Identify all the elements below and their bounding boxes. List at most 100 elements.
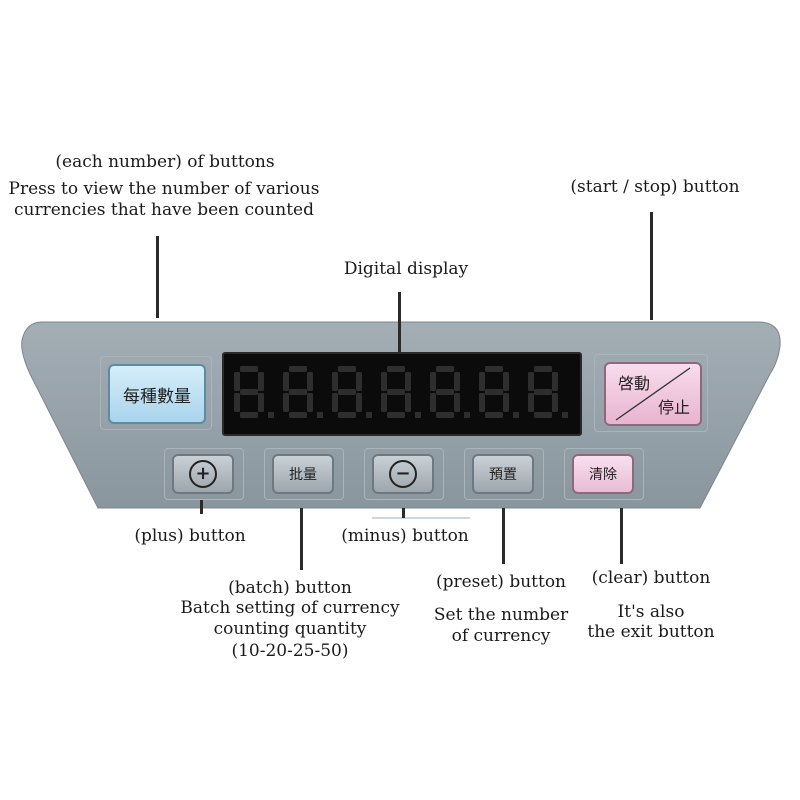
digit-segment xyxy=(289,389,307,395)
digit xyxy=(430,366,470,418)
digit-segment xyxy=(436,412,454,418)
digit-segment xyxy=(240,412,258,418)
each-number-title: (each number) of buttons xyxy=(55,152,275,172)
minus-label: (minus) button xyxy=(341,526,469,546)
clear-desc-2: the exit button xyxy=(587,622,715,642)
digit-segment xyxy=(479,393,485,412)
digit-segment xyxy=(381,393,387,412)
digit-segment xyxy=(381,372,387,391)
digit-segment xyxy=(283,393,289,412)
batch-button-label: 批量 xyxy=(289,467,317,483)
batch-desc-1: Batch setting of currency xyxy=(180,598,400,618)
plus-label: (plus) button xyxy=(134,526,246,546)
digit-segment xyxy=(552,372,558,391)
digit-segment xyxy=(387,412,405,418)
preset-button-label: 預置 xyxy=(489,467,517,483)
digit-segment xyxy=(240,366,258,372)
preset-button[interactable]: 預置 xyxy=(472,454,534,494)
decimal-point xyxy=(317,412,323,418)
digit-segment xyxy=(289,412,307,418)
digit-segment xyxy=(528,372,534,391)
leader-each-number xyxy=(156,236,159,318)
decimal-point xyxy=(415,412,421,418)
leader-clear xyxy=(620,508,623,564)
digit-segment xyxy=(430,393,436,412)
leader-display xyxy=(398,292,401,352)
preset-desc-2: of currency xyxy=(451,626,551,646)
leader-minus xyxy=(402,508,405,518)
digit-segment xyxy=(485,389,503,395)
decimal-point xyxy=(268,412,274,418)
digit-segment xyxy=(234,372,240,391)
digit-segment xyxy=(387,389,405,395)
seven-segment-digits xyxy=(234,366,568,418)
batch-desc-2: counting quantity xyxy=(213,619,367,639)
start-stop-divider xyxy=(615,367,691,421)
digit-segment xyxy=(534,412,552,418)
start-stop-button[interactable]: 啓動 停止 xyxy=(604,362,702,426)
batch-button[interactable]: 批量 xyxy=(272,454,334,494)
stop-label: 停止 xyxy=(657,398,690,417)
digit-segment xyxy=(454,372,460,391)
digit-segment xyxy=(503,372,509,391)
minus-button[interactable]: − xyxy=(372,454,434,494)
digit-segment xyxy=(234,393,240,412)
batch-title: (batch) button xyxy=(228,578,352,598)
preset-title: (preset) button xyxy=(435,572,567,592)
digital-display xyxy=(222,352,582,436)
decimal-point xyxy=(464,412,470,418)
leader-preset xyxy=(502,508,505,564)
digit-segment xyxy=(405,372,411,391)
leader-plus xyxy=(200,500,203,514)
each-number-desc-1: Press to view the number of various xyxy=(8,179,320,199)
digit-segment xyxy=(289,366,307,372)
digit-segment xyxy=(258,393,264,412)
each-number-button[interactable]: 每種數量 xyxy=(108,364,206,424)
digit-segment xyxy=(240,389,258,395)
digit-segment xyxy=(454,393,460,412)
preset-desc-1: Set the number xyxy=(433,605,569,625)
digit-segment xyxy=(552,393,558,412)
digit-segment xyxy=(356,393,362,412)
digit-segment xyxy=(332,372,338,391)
digit-segment xyxy=(258,372,264,391)
start-stop-button-frame xyxy=(594,354,708,432)
digit-segment xyxy=(332,393,338,412)
start-label: 啓動 xyxy=(618,374,651,393)
digit xyxy=(283,366,323,418)
digit-segment xyxy=(534,366,552,372)
display-label: Digital display xyxy=(343,259,469,279)
each-number-button-frame xyxy=(100,356,212,430)
digit xyxy=(479,366,519,418)
digit-segment xyxy=(405,393,411,412)
leader-start-stop xyxy=(650,212,653,320)
each-number-desc-2: currencies that have been counted xyxy=(14,200,314,220)
clear-desc-1: It's also xyxy=(617,602,685,622)
digit-segment xyxy=(436,389,454,395)
digit-segment xyxy=(479,372,485,391)
digit-segment xyxy=(528,393,534,412)
decimal-point xyxy=(513,412,519,418)
plus-icon: + xyxy=(189,460,217,488)
leader-batch xyxy=(300,508,303,570)
digit-segment xyxy=(387,366,405,372)
digit-segment xyxy=(283,372,289,391)
clear-button[interactable]: 清除 xyxy=(572,454,634,494)
digit-segment xyxy=(307,372,313,391)
digit xyxy=(234,366,274,418)
digit-segment xyxy=(356,372,362,391)
digit-segment xyxy=(338,366,356,372)
digit-segment xyxy=(338,389,356,395)
digit xyxy=(528,366,568,418)
minus-icon: − xyxy=(389,460,417,488)
digit-segment xyxy=(338,412,356,418)
plus-button[interactable]: + xyxy=(172,454,234,494)
clear-button-label: 清除 xyxy=(589,467,617,483)
batch-button-frame xyxy=(264,448,344,500)
digit xyxy=(381,366,421,418)
batch-desc-3: (10-20-25-50) xyxy=(231,641,349,661)
digit-segment xyxy=(430,372,436,391)
clear-title: (clear) button xyxy=(591,568,711,588)
digit-segment xyxy=(485,366,503,372)
minus-button-frame xyxy=(364,448,444,500)
